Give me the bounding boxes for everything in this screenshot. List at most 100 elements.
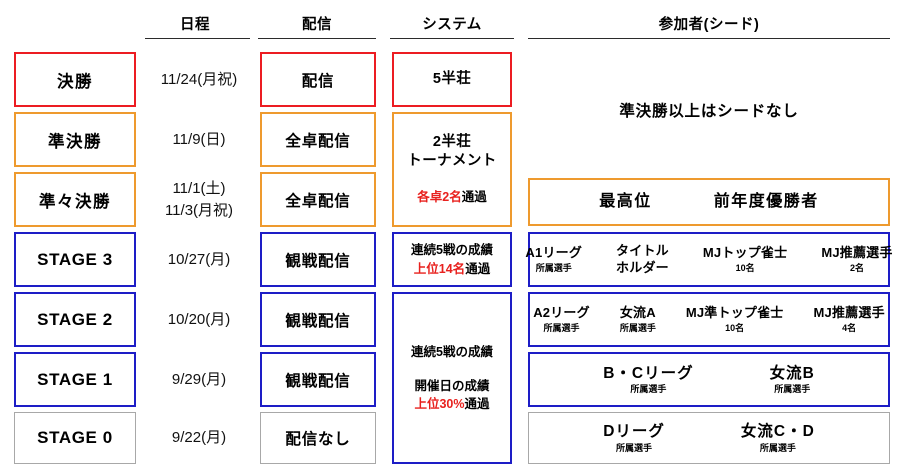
column-header-system: システム xyxy=(422,17,482,33)
column-header-schedule: 日程 xyxy=(180,17,210,33)
broadcast-box-stage-1[interactable]: 観戦配信 xyxy=(260,352,376,407)
advance-count: 上位14名 xyxy=(413,261,466,276)
stage-box-stage-3[interactable]: STAGE 3 xyxy=(14,232,136,287)
participant-detail: 2名 xyxy=(849,262,864,273)
date-cell-stage-1: 9/29(月) xyxy=(140,352,258,407)
participant-name: 最高位 xyxy=(599,193,652,210)
participant-name: 女流B xyxy=(769,364,815,382)
date-cell-stage-3: 10/27(月) xyxy=(140,232,258,287)
column-rule-system xyxy=(390,38,514,39)
broadcast-box-stage-3[interactable]: 観戦配信 xyxy=(260,232,376,287)
system-box-stage-2-1-0[interactable]: 連続5戦の成績 開催日の成績 上位30%通過 xyxy=(392,292,512,464)
date-line: 9/22(月) xyxy=(171,429,227,447)
participant-name: 前年度優勝者 xyxy=(713,193,819,210)
date-line: 10/20(月) xyxy=(167,310,231,328)
system-text-line1: 連続5戦の成績 xyxy=(411,344,493,359)
stage-box-final[interactable]: 決勝 xyxy=(14,52,136,107)
stage-label: 準々決勝 xyxy=(39,192,111,211)
advance-count: 各卓2名 xyxy=(417,190,462,204)
stage-label: 決勝 xyxy=(57,72,93,91)
stage-box-stage-2[interactable]: STAGE 2 xyxy=(14,292,136,347)
participant-detail: 10名 xyxy=(725,322,745,333)
broadcast-box-quarterfinal[interactable]: 全卓配信 xyxy=(260,172,376,227)
participant-name: タイトル xyxy=(616,243,669,259)
participant-detail: 所属選手 xyxy=(759,442,796,453)
stage-box-stage-1[interactable]: STAGE 1 xyxy=(14,352,136,407)
broadcast-box-stage-2[interactable]: 観戦配信 xyxy=(260,292,376,347)
participant-name: MJトップ雀士 xyxy=(702,245,788,261)
participant-detail: 所属選手 xyxy=(619,322,656,333)
broadcast-label: 全卓配信 xyxy=(285,132,351,150)
system-advance-rule: 上位30%通過 xyxy=(414,395,489,413)
participant-entry: 最高位 xyxy=(599,192,652,212)
broadcast-box-semifinal[interactable]: 全卓配信 xyxy=(260,112,376,167)
system-box-semifinal-quarterfinal[interactable]: 2半荘 トーナメント 各卓2名通過 xyxy=(392,112,512,227)
participant-entry: MJ推薦選手 2名 xyxy=(821,245,892,274)
participants-box-stage-1[interactable]: B・Cリーグ 所属選手 女流B 所属選手 xyxy=(528,352,890,407)
date-line: 11/3(月祝) xyxy=(164,201,234,219)
broadcast-label: 観戦配信 xyxy=(285,252,351,270)
participant-detail: 所属選手 xyxy=(535,262,572,273)
participant-entry: A1リーグ 所属選手 xyxy=(525,245,582,274)
stage-label: STAGE 1 xyxy=(37,369,113,389)
system-text-line2: 開催日の成績 xyxy=(414,378,490,393)
advance-tail: 通過 xyxy=(465,261,491,276)
broadcast-label: 配信なし xyxy=(285,431,351,448)
participant-name: MJ推薦選手 xyxy=(813,305,885,321)
system-text: 5半荘 xyxy=(432,70,472,87)
date-line: 11/9(日) xyxy=(172,130,226,148)
stage-box-quarterfinal[interactable]: 準々決勝 xyxy=(14,172,136,227)
stage-box-stage-0[interactable]: STAGE 0 xyxy=(14,412,136,464)
system-box-stage-3[interactable]: 連続5戦の成績 上位14名通過 xyxy=(392,232,512,287)
participant-name: 女流A xyxy=(619,305,656,321)
date-line: 11/24(月祝) xyxy=(160,70,238,88)
participants-box-stage-3[interactable]: A1リーグ 所属選手 タイトル ホルダー MJトップ雀士 10名 MJ推薦選手 … xyxy=(525,232,892,287)
date-line: 11/1(土) xyxy=(172,179,226,197)
column-rule-broadcast xyxy=(258,38,376,39)
stage-box-semifinal[interactable]: 準決勝 xyxy=(14,112,136,167)
participants-list: B・Cリーグ 所属選手 女流B 所属選手 xyxy=(530,364,888,396)
system-box-final[interactable]: 5半荘 xyxy=(392,52,512,107)
broadcast-box-final[interactable]: 配信 xyxy=(260,52,376,107)
participant-detail: 所属選手 xyxy=(630,384,667,395)
participant-entry: タイトル ホルダー xyxy=(616,243,669,276)
date-cell-semifinal: 11/9(日) xyxy=(140,112,258,167)
column-rule-schedule xyxy=(145,38,250,39)
column-header-participants: 参加者(シード) xyxy=(658,17,760,33)
participant-name: MJ推薦選手 xyxy=(821,245,893,261)
system-text-line1: 連続5戦の成績 xyxy=(411,243,493,258)
stage-label: 準決勝 xyxy=(48,132,102,151)
date-line: 9/29(月) xyxy=(171,370,227,388)
date-line: 10/27(月) xyxy=(167,250,231,268)
participant-entry: MJ推薦選手 4名 xyxy=(814,305,885,334)
participants-box-quarterfinal[interactable]: 最高位 前年度優勝者 xyxy=(528,178,890,226)
participant-name-line2: ホルダー xyxy=(616,259,669,275)
participant-entry: 女流C・D 所属選手 xyxy=(741,422,815,454)
broadcast-label: 観戦配信 xyxy=(285,372,351,390)
system-advance-rule: 各卓2名通過 xyxy=(417,188,486,206)
date-cell-stage-0: 9/22(月) xyxy=(140,412,258,464)
date-cell-final: 11/24(月祝) xyxy=(140,52,258,107)
participant-detail: 10名 xyxy=(735,262,755,273)
date-cell-stage-2: 10/20(月) xyxy=(140,292,258,347)
date-cell-quarterfinal: 11/1(土) 11/3(月祝) xyxy=(140,172,258,227)
participants-no-seed-note: 準決勝以上はシードなし xyxy=(619,102,799,120)
participant-detail: 所属選手 xyxy=(543,322,580,333)
advance-count: 上位30% xyxy=(414,397,465,412)
participant-detail: 4名 xyxy=(842,322,857,333)
stage-label: STAGE 2 xyxy=(37,309,113,329)
participant-name: A1リーグ xyxy=(525,245,583,261)
participant-entry: 前年度優勝者 xyxy=(714,192,819,212)
participant-entry: 女流A 所属選手 xyxy=(620,305,656,334)
participants-list: 最高位 前年度優勝者 xyxy=(530,192,888,212)
broadcast-box-stage-0[interactable]: 配信なし xyxy=(260,412,376,464)
participant-name: 女流C・D xyxy=(740,423,815,441)
participants-list: A1リーグ 所属選手 タイトル ホルダー MJトップ雀士 10名 MJ推薦選手 … xyxy=(525,243,892,276)
participants-box-stage-0[interactable]: Dリーグ 所属選手 女流C・D 所属選手 xyxy=(528,412,890,464)
participant-entry: MJ準トップ雀士 10名 xyxy=(686,305,784,334)
participants-box-stage-2[interactable]: A2リーグ 所属選手 女流A 所属選手 MJ準トップ雀士 10名 MJ推薦選手 … xyxy=(528,292,890,347)
participants-list: Dリーグ 所属選手 女流C・D 所属選手 xyxy=(529,422,889,454)
participant-entry: Dリーグ 所属選手 xyxy=(603,422,665,454)
column-header-broadcast: 配信 xyxy=(302,17,332,33)
participant-name: B・Cリーグ xyxy=(603,364,694,382)
